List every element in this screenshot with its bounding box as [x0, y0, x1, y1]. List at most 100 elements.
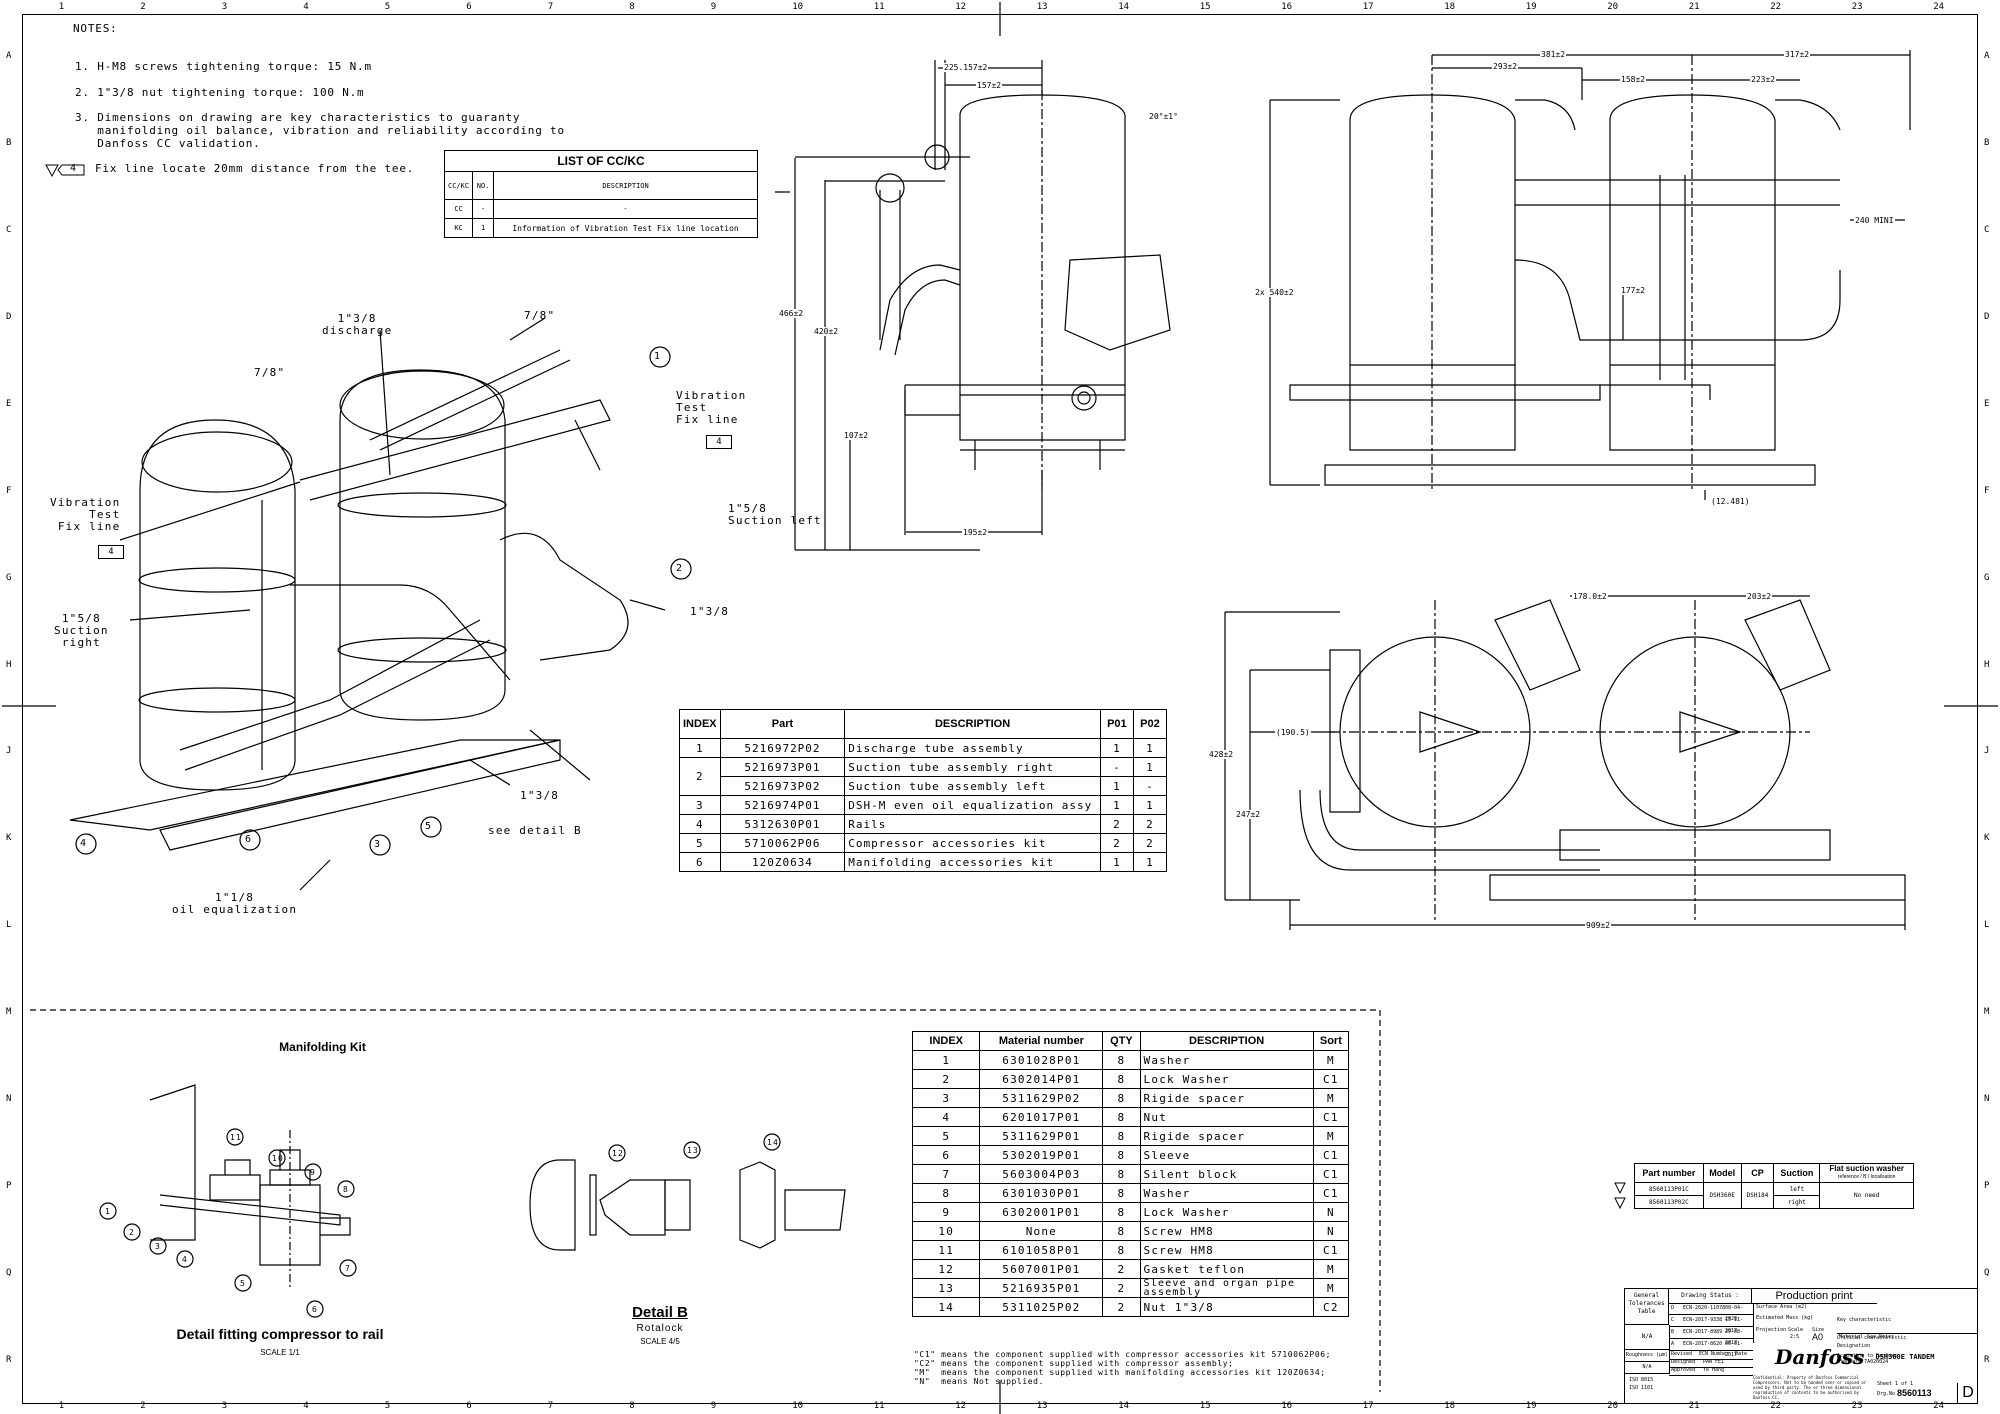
- dim-225: 225.157±2: [943, 63, 989, 72]
- note-1: 1. H-M8 screws tightening torque: 15 N.m: [75, 60, 372, 73]
- variants-header-sub: reference / B / localisation: [1837, 1174, 1896, 1180]
- detail-fitting-scale: SCALE 1/1: [260, 1348, 300, 1357]
- parts-header: P02: [1132, 709, 1168, 739]
- parts-header: Part: [719, 709, 846, 739]
- tolerances-value: N/A: [1625, 1325, 1670, 1350]
- ecn-number-label: ECN Number: [1699, 1351, 1730, 1357]
- scale-label: Scale: [1788, 1327, 1804, 1333]
- dim-177: 177±2: [1620, 286, 1647, 295]
- dim-195: 195±2: [962, 528, 989, 537]
- ecn-cell: 08-04-2020: [1725, 1305, 1744, 1322]
- iso-compressor-left: [138, 419, 296, 791]
- cc-kc-table: LIST OF CC/KC CC/KC NO. DESCRIPTION CC -…: [443, 150, 758, 238]
- callout-13: 13: [687, 1146, 700, 1155]
- top-view: [1224, 595, 1906, 930]
- manifold-callouts: [99, 1128, 781, 1318]
- callout-9: 9: [310, 1168, 317, 1177]
- designer-name: PAN FEI: [1703, 1359, 1725, 1365]
- zone-marker: B: [6, 138, 12, 149]
- detail-fitting: [149, 1084, 351, 1290]
- key-legend: Key characteristic Critical characterist…: [1837, 1305, 1977, 1377]
- variants-header: Flat suction washer: [1829, 1164, 1904, 1173]
- variants-header: Suction: [1773, 1163, 1821, 1183]
- materials-cell: 8: [1102, 1145, 1141, 1165]
- front-view: [1269, 50, 1911, 500]
- zone-marker: 14: [1118, 2, 1130, 12]
- variants-cell: left: [1773, 1182, 1821, 1196]
- date-label: Date: [1735, 1351, 1748, 1357]
- dim-190-5: (190.5): [1275, 728, 1311, 737]
- zone-marker: H: [1984, 659, 1990, 670]
- zone-marker: 7: [547, 2, 554, 12]
- parts-cell: 2: [1099, 814, 1134, 834]
- zone-marker: 4: [303, 2, 309, 12]
- zone-marker: 11: [873, 1401, 885, 1411]
- materials-header: QTY: [1102, 1031, 1141, 1051]
- callout-2: 2: [129, 1228, 136, 1237]
- zone-marker: 12: [955, 2, 967, 12]
- ecn-cell: ECN-2020-11078: [1683, 1305, 1726, 1311]
- revision-header: Revised ECN Number Date: [1669, 1351, 1753, 1360]
- dim-381: 381±2: [1540, 50, 1567, 59]
- dim-107: 107±2: [843, 431, 870, 440]
- approved-row: Approved Ye Hang: [1669, 1367, 1753, 1376]
- zone-marker: Q: [6, 1267, 12, 1278]
- ecn-cell: B: [1671, 1329, 1675, 1335]
- parts-cell: 4: [679, 814, 721, 834]
- materials-cell: 6301028P01: [979, 1050, 1104, 1070]
- callout-6: 6: [312, 1305, 319, 1314]
- parts-cell: 1: [1132, 738, 1168, 758]
- zone-marker: 20: [1607, 1401, 1619, 1411]
- zone-marker: 3: [221, 1401, 228, 1411]
- materials-cell: Screw HM8: [1139, 1240, 1314, 1260]
- notes-heading: NOTES:: [73, 22, 118, 35]
- materials-cell: 5311629P02: [979, 1088, 1104, 1108]
- label-suction-right: 1"5/8 Suction right: [54, 612, 109, 649]
- dim-293: 293±2: [1492, 62, 1519, 71]
- parts-cell: DSH-M even oil equalization assy: [844, 795, 1101, 815]
- materials-cell: 6: [911, 1145, 981, 1165]
- materials-header: INDEX: [911, 1031, 981, 1051]
- callout-7: 7: [345, 1264, 352, 1273]
- label-vibration-right: Vibration Test Fix line: [676, 389, 747, 426]
- materials-cell: M: [1312, 1088, 1350, 1108]
- materials-cell: C1: [1312, 1069, 1350, 1089]
- materials-cell: 6301030P01: [979, 1183, 1104, 1203]
- materials-cell: 8: [1102, 1183, 1141, 1203]
- zone-marker: H: [6, 659, 12, 670]
- danfoss-logo: Danfoss: [1775, 1345, 1865, 1369]
- zone-marker: 5: [384, 2, 391, 12]
- designed-label: Designed: [1671, 1359, 1696, 1365]
- parts-cell: 2: [1132, 814, 1168, 834]
- zone-marker: 17: [1362, 2, 1374, 12]
- materials-cell: 2: [1102, 1297, 1141, 1317]
- iso-8015: ISO 8015: [1629, 1377, 1654, 1383]
- materials-cell: N: [1312, 1221, 1350, 1241]
- zone-marker: Q: [1984, 1267, 1990, 1278]
- materials-footnote: "C1" means the component supplied with c…: [914, 1350, 1332, 1386]
- dim-247: 247±2: [1235, 810, 1262, 819]
- revised-label: Revised: [1671, 1351, 1693, 1357]
- materials-cell: 5603004P03: [979, 1164, 1104, 1184]
- designation: DSH360E TANDEM: [1875, 1353, 1935, 1361]
- zone-marker: 1: [58, 2, 65, 12]
- callout-10: 10: [272, 1154, 285, 1163]
- projection-label: Projection: [1756, 1327, 1787, 1333]
- label-discharge: 1"3/8 discharge: [322, 312, 393, 337]
- confidential-notice: Confidential: Property of Danfoss Commer…: [1753, 1375, 1867, 1400]
- size-value: A0: [1812, 1332, 1824, 1342]
- zone-marker: 8: [629, 1401, 635, 1411]
- revision-letter: D: [1957, 1383, 1978, 1403]
- cc-kc-title: LIST OF CC/KC: [444, 150, 758, 172]
- callout-14: 14: [767, 1138, 780, 1147]
- roughness-value: N/A: [1625, 1361, 1670, 1374]
- title-block: General Tolerances Table N/A Roughness (…: [1624, 1288, 1978, 1404]
- size-label: Size: [1812, 1327, 1825, 1333]
- parts-cell: 1: [1099, 776, 1134, 796]
